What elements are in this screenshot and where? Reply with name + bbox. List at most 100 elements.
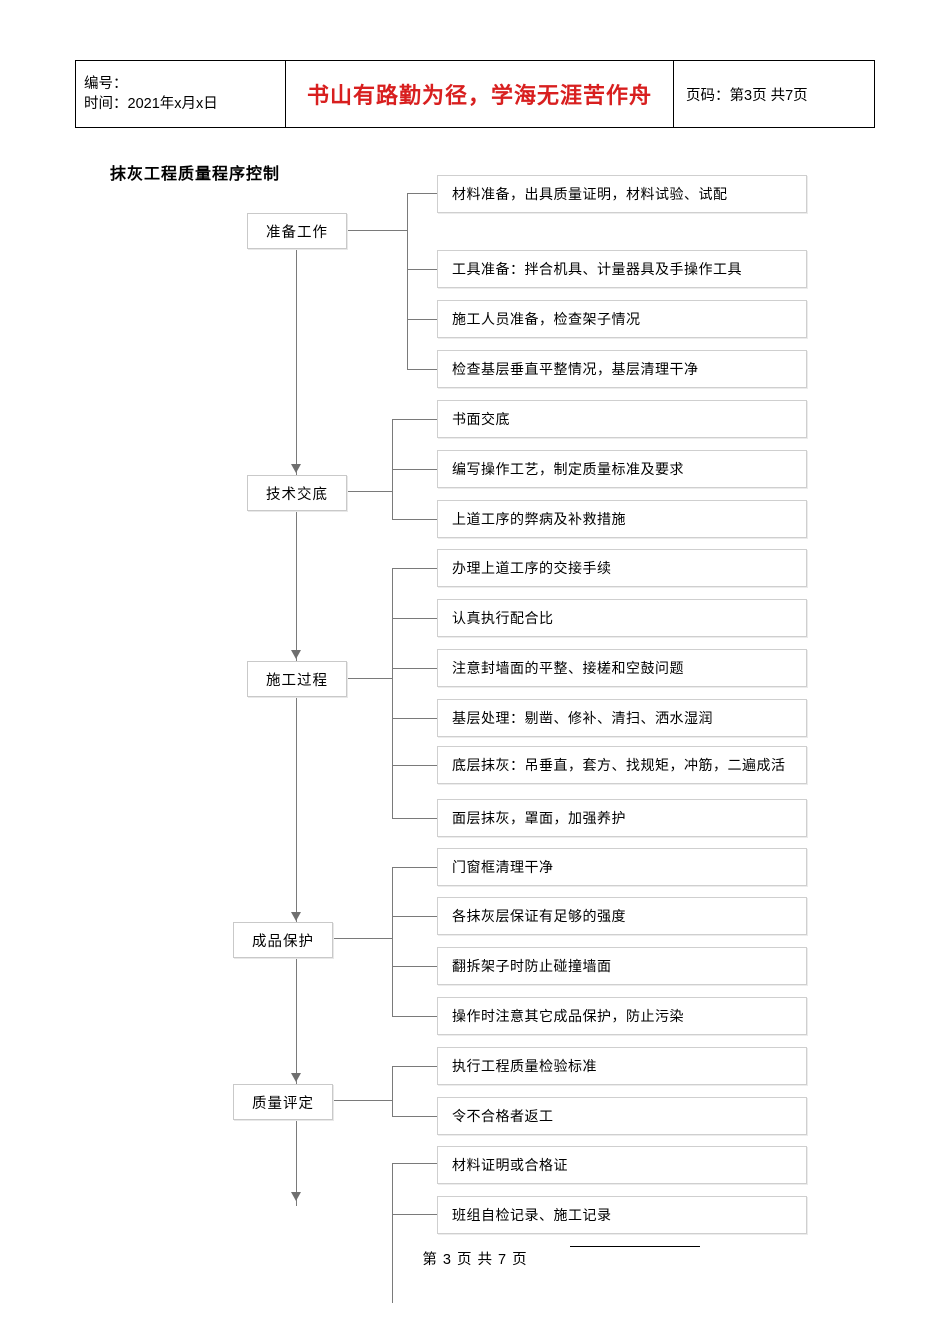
footer-page-number: 第 3 页 共 7 页 <box>422 1252 528 1268</box>
task-node[interactable]: 施工人员准备，检查架子情况 <box>437 300 807 338</box>
branch-line-tech-2 <box>392 469 437 470</box>
task-node[interactable]: 各抹灰层保证有足够的强度 <box>437 897 807 935</box>
task-label: 材料准备，出具质量证明，材料试验、试配 <box>452 186 728 202</box>
task-node[interactable]: 面层抹灰，罩面，加强养护 <box>437 799 807 837</box>
task-label: 施工人员准备，检查架子情况 <box>452 311 641 327</box>
spine-arrow-5 <box>291 1192 301 1201</box>
task-label: 书面交底 <box>452 411 510 427</box>
spine-arrow-2 <box>291 650 301 659</box>
task-node[interactable]: 认真执行配合比 <box>437 599 807 637</box>
branch-line-tech-3 <box>392 519 437 520</box>
stage-label: 准备工作 <box>266 224 328 241</box>
task-label: 办理上道工序的交接手续 <box>452 560 612 576</box>
header-slogan: 书山有路勤为径，学海无涯苦作舟 <box>286 61 674 127</box>
stage-label: 质量评定 <box>252 1095 314 1112</box>
header-number-label: 编号： <box>84 76 128 92</box>
spine-line-4 <box>296 959 297 1085</box>
task-label: 上道工序的弊病及补救措施 <box>452 511 626 527</box>
task-node[interactable]: 基层处理：剔凿、修补、清扫、洒水湿润 <box>437 699 807 737</box>
task-label: 班组自检记录、施工记录 <box>452 1207 612 1223</box>
stage-node-prep[interactable]: 准备工作 <box>247 213 347 249</box>
task-node[interactable]: 材料准备，出具质量证明，材料试验、试配 <box>437 175 807 213</box>
branch-line-const-bus <box>392 568 393 818</box>
spine-line-5 <box>296 1121 297 1206</box>
task-node[interactable]: 操作时注意其它成品保护，防止污染 <box>437 997 807 1035</box>
branch-line-prep-stem <box>347 230 407 231</box>
task-node[interactable]: 检查基层垂直平整情况，基层清理干净 <box>437 350 807 388</box>
task-node[interactable]: 材料证明或合格证 <box>437 1146 807 1184</box>
spine-arrow-4 <box>291 1073 301 1082</box>
stage-node-construction[interactable]: 施工过程 <box>247 661 347 697</box>
task-label: 令不合格者返工 <box>452 1108 554 1124</box>
task-label: 翻拆架子时防止碰撞墙面 <box>452 958 612 974</box>
task-label: 执行工程质量检验标准 <box>452 1058 597 1074</box>
task-node[interactable]: 上道工序的弊病及补救措施 <box>437 500 807 538</box>
branch-line-protect-2 <box>392 916 437 917</box>
branch-line-quality-stem <box>333 1100 392 1101</box>
task-node[interactable]: 翻拆架子时防止碰撞墙面 <box>437 947 807 985</box>
branch-line-prep-3 <box>407 319 437 320</box>
branch-line-quality-1 <box>392 1066 437 1067</box>
branch-line-prep-1 <box>407 193 437 194</box>
task-node[interactable]: 编写操作工艺，制定质量标准及要求 <box>437 450 807 488</box>
task-label: 认真执行配合比 <box>452 610 554 626</box>
branch-line-const-3 <box>392 668 437 669</box>
spine-line-1 <box>296 249 297 484</box>
spine-line-3 <box>296 697 297 927</box>
branch-line-protect-4 <box>392 1016 437 1017</box>
task-node[interactable]: 注意封墙面的平整、接槎和空鼓问题 <box>437 649 807 687</box>
task-label: 面层抹灰，罩面，加强养护 <box>452 810 626 826</box>
header-table: 编号： 时间：2021年x月x日 书山有路勤为径，学海无涯苦作舟 页码：第3页 … <box>75 60 875 128</box>
branch-line-quality-bus <box>392 1066 393 1116</box>
task-node[interactable]: 班组自检记录、施工记录 <box>437 1196 807 1234</box>
branch-line-prep-2 <box>407 269 437 270</box>
header-page-label: 页码：第3页 共7页 <box>686 87 808 104</box>
branch-line-protect-bus <box>392 867 393 1017</box>
task-node[interactable]: 令不合格者返工 <box>437 1097 807 1135</box>
stage-label: 施工过程 <box>266 672 328 689</box>
task-label: 操作时注意其它成品保护，防止污染 <box>452 1008 684 1024</box>
page-title: 抹灰工程质量程序控制 <box>110 166 281 183</box>
branch-line-const-1 <box>392 568 437 569</box>
spine-line-2 <box>296 511 297 666</box>
footer-divider <box>570 1246 700 1247</box>
branch-line-const-stem <box>347 678 392 679</box>
branch-line-docs-2 <box>392 1214 437 1215</box>
stage-node-product-protection[interactable]: 成品保护 <box>233 922 333 958</box>
task-node[interactable]: 门窗框清理干净 <box>437 848 807 886</box>
spine-arrow-3 <box>291 912 301 921</box>
branch-line-tech-stem <box>347 491 392 492</box>
branch-line-protect-3 <box>392 966 437 967</box>
spine-arrow-1 <box>291 464 301 473</box>
stage-label: 成品保护 <box>252 933 314 950</box>
branch-line-protect-1 <box>392 867 437 868</box>
task-label: 注意封墙面的平整、接槎和空鼓问题 <box>452 660 684 676</box>
task-label: 底层抹灰：吊垂直，套方、找规矩，冲筋，二遍成活 <box>452 757 786 773</box>
branch-line-tech-1 <box>392 419 437 420</box>
task-node[interactable]: 办理上道工序的交接手续 <box>437 549 807 587</box>
branch-line-prep-bus <box>407 193 408 370</box>
task-label: 工具准备：拌合机具、计量器具及手操作工具 <box>452 261 742 277</box>
branch-line-docs-1 <box>392 1163 437 1164</box>
branch-line-const-4 <box>392 718 437 719</box>
branch-line-prep-4 <box>407 369 437 370</box>
task-node[interactable]: 执行工程质量检验标准 <box>437 1047 807 1085</box>
stage-node-quality-evaluation[interactable]: 质量评定 <box>233 1084 333 1120</box>
header-time-label: 时间：2021年x月x日 <box>84 96 218 112</box>
branch-line-const-6 <box>392 818 437 819</box>
task-node[interactable]: 书面交底 <box>437 400 807 438</box>
branch-line-docs-bus <box>392 1163 393 1303</box>
task-label: 检查基层垂直平整情况，基层清理干净 <box>452 361 699 377</box>
task-label: 各抹灰层保证有足够的强度 <box>452 908 626 924</box>
stage-node-tech[interactable]: 技术交底 <box>247 475 347 511</box>
task-label: 编写操作工艺，制定质量标准及要求 <box>452 461 684 477</box>
task-label: 门窗框清理干净 <box>452 859 554 875</box>
branch-line-const-5 <box>392 765 437 766</box>
branch-line-quality-2 <box>392 1116 437 1117</box>
branch-line-protect-stem <box>333 938 392 939</box>
task-label: 材料证明或合格证 <box>452 1157 568 1173</box>
header-left-cell: 编号： 时间：2021年x月x日 <box>76 61 286 127</box>
task-node[interactable]: 工具准备：拌合机具、计量器具及手操作工具 <box>437 250 807 288</box>
task-node[interactable]: 底层抹灰：吊垂直，套方、找规矩，冲筋，二遍成活 <box>437 746 807 784</box>
task-label: 基层处理：剔凿、修补、清扫、洒水湿润 <box>452 710 713 726</box>
